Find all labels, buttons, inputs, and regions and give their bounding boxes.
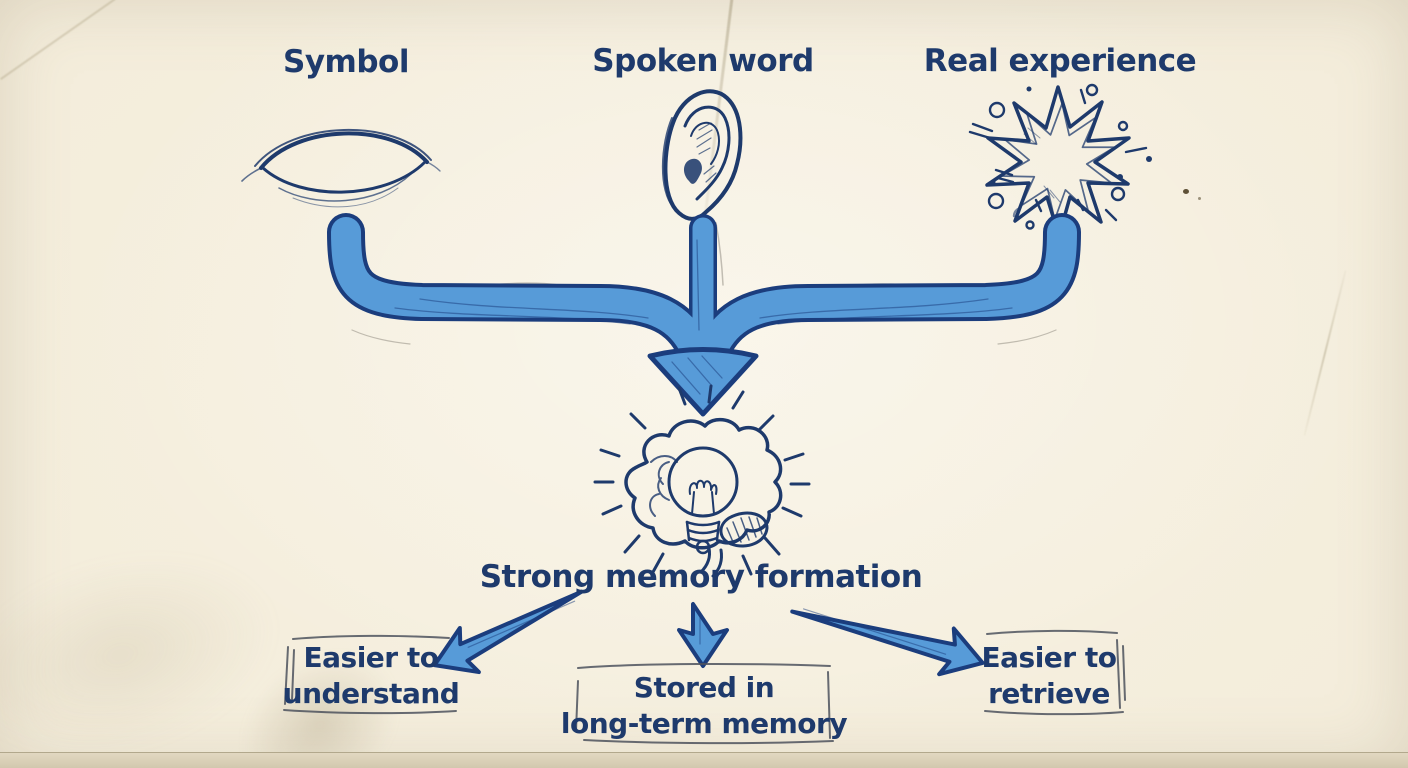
outcome-label-line: Easier to	[981, 641, 1117, 674]
outcome-label-line: Stored in	[633, 671, 775, 704]
converging-arrows	[327, 213, 1081, 417]
input-label-spoken-word: Spoken word	[592, 43, 814, 79]
outcome-label-line: retrieve	[988, 677, 1110, 710]
outcome-label-line: Easier to	[303, 641, 439, 674]
brain-lightbulb-icon	[593, 384, 811, 578]
outcome-label-understand: Easier to understand	[283, 640, 460, 712]
outcome-box-left	[283, 634, 457, 715]
paper-speck	[1183, 189, 1189, 194]
outcome-label-line: long-term memory	[560, 707, 848, 740]
outcome-arrow-left	[432, 589, 584, 675]
paper-speck	[1198, 197, 1201, 200]
input-label-real-experience: Real experience	[923, 43, 1197, 79]
ear-icon	[661, 89, 743, 221]
outcome-label-line: understand	[282, 677, 460, 710]
outcome-box-right	[984, 629, 1126, 716]
eye-icon	[241, 128, 441, 208]
merge-arrowhead	[647, 347, 759, 417]
outcome-label-long-term-memory: Stored in long-term memory	[560, 670, 848, 742]
outcome-label-retrieve: Easier to retrieve	[982, 640, 1117, 712]
paper-bottom-edge	[0, 752, 1408, 768]
outcome-arrow-right	[790, 608, 985, 677]
input-label-symbol: Symbol	[283, 44, 409, 80]
outcome-arrow-middle	[677, 602, 729, 668]
outcome-box-middle	[575, 662, 834, 745]
center-label-strong-memory: Strong memory formation	[479, 559, 923, 595]
